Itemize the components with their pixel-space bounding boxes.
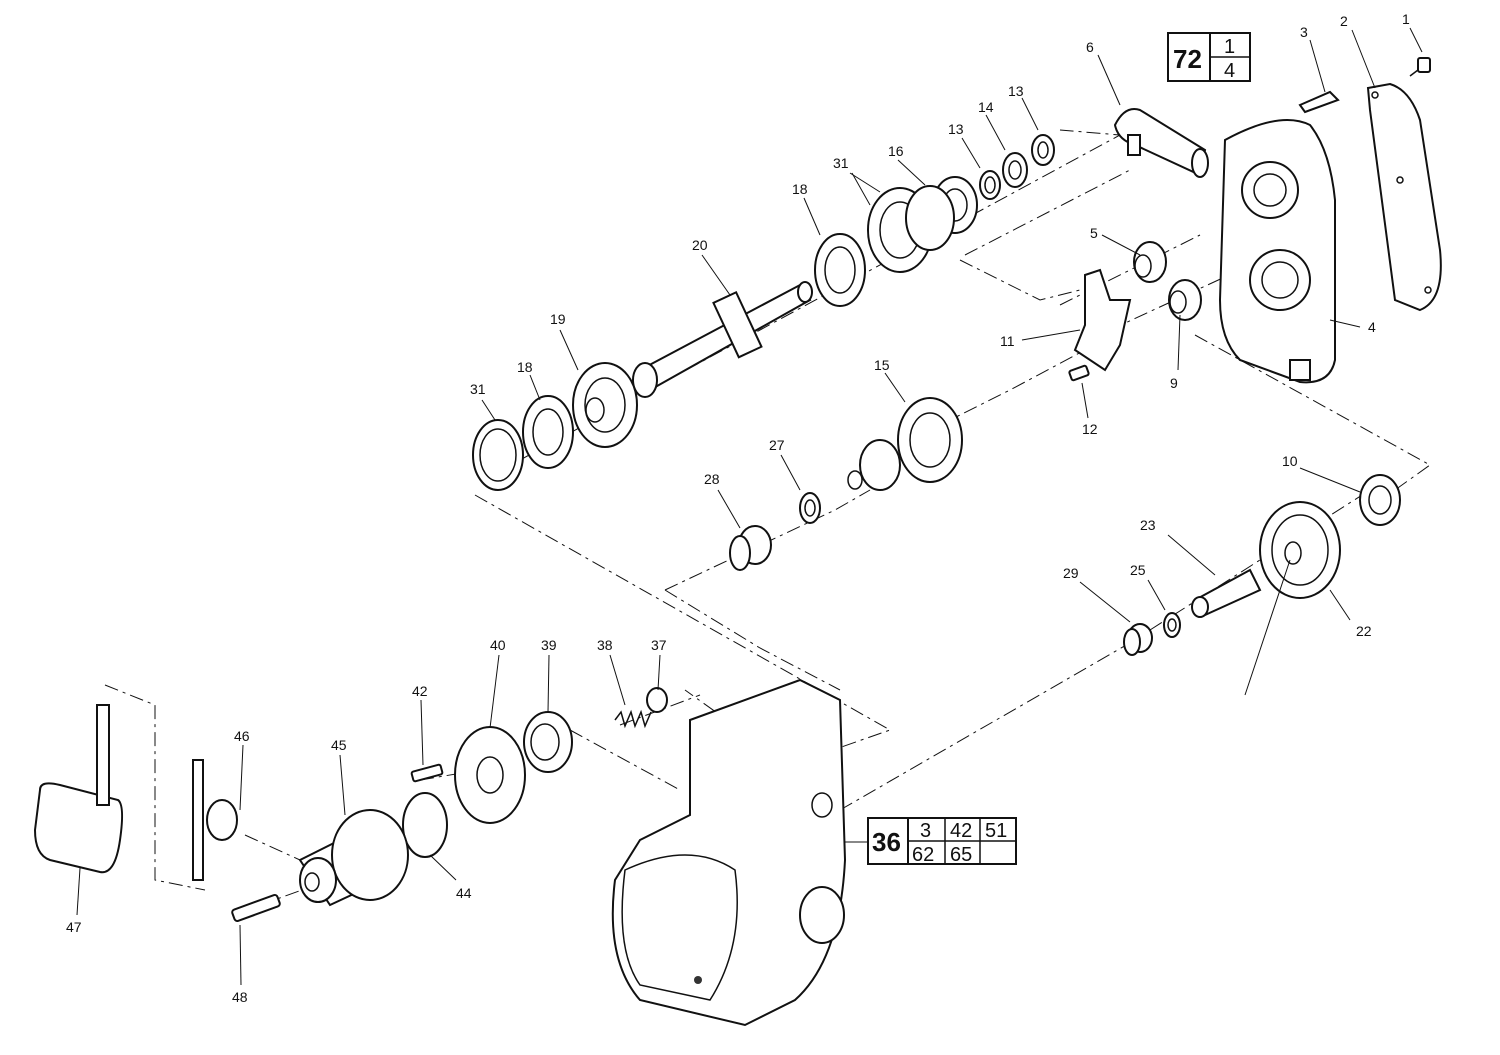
part-25-washer (1163, 612, 1181, 638)
part-29-bearing (1123, 623, 1153, 656)
callout-2: 2 (1340, 13, 1348, 29)
callout-47: 47 (66, 919, 82, 935)
callout-9: 9 (1170, 375, 1178, 391)
part-48-screw (231, 893, 281, 923)
callout-45: 45 (331, 737, 347, 753)
part-1-screw (1409, 57, 1431, 77)
callout-29: 29 (1063, 565, 1079, 581)
ref-box-72-main: 72 (1173, 44, 1202, 74)
part-13-washer-b (1031, 134, 1055, 166)
part-22-gear (1259, 501, 1341, 599)
callout-14: 14 (978, 99, 994, 115)
ref-box-72-cell-2: 4 (1224, 60, 1235, 82)
part-15-cluster-gear (847, 397, 963, 491)
callout-15: 15 (874, 357, 890, 373)
ref-box-36-r1c2: 42 (950, 820, 972, 842)
callout-38: 38 (597, 637, 613, 653)
part-23-armature-pinion (1191, 568, 1262, 618)
part-39-bearing (523, 711, 573, 773)
callout-19: 19 (550, 311, 566, 327)
part-44-clutch (402, 792, 448, 858)
callout-31b: 31 (833, 155, 849, 171)
part-6-shaft (1113, 108, 1209, 178)
callout-5: 5 (1090, 225, 1098, 241)
callout-44: 44 (456, 885, 472, 901)
part-3-screw (1298, 90, 1340, 114)
leader-lines (76, 27, 1423, 986)
callout-42: 42 (412, 683, 428, 699)
reference-box-72: 72 1 4 (1167, 32, 1251, 82)
callout-18b: 18 (517, 359, 533, 375)
callout-10: 10 (1282, 453, 1298, 469)
part-46-chuck-key (192, 759, 238, 881)
part-47-key-holder (33, 704, 124, 874)
callout-22: 22 (1356, 623, 1372, 639)
ref-box-36-main: 36 (872, 827, 901, 857)
part-10-ball-bearing (1359, 474, 1401, 526)
part-2-cover-plate (1366, 82, 1442, 312)
callout-37: 37 (651, 637, 667, 653)
callout-4: 4 (1368, 319, 1376, 335)
ref-box-36-r2c2: 65 (950, 844, 972, 866)
part-18-bearing-upper (814, 233, 866, 307)
part-4-gear-case (1218, 119, 1336, 384)
part-40-flange-plate (454, 726, 526, 824)
callout-28: 28 (704, 471, 720, 487)
ref-box-36-r1c1: 3 (920, 820, 931, 842)
callout-18a: 18 (792, 181, 808, 197)
callout-39: 39 (541, 637, 557, 653)
callout-31a: 31 (470, 381, 486, 397)
callout-13a: 13 (948, 121, 964, 137)
assembly-lines (104, 129, 1431, 906)
part-11-plate (1073, 268, 1132, 372)
part-13-washer-a (979, 170, 1001, 200)
part-31-clutch-rings (867, 185, 955, 273)
part-12-screw (1068, 364, 1090, 382)
part-14-thrust-bearing (1002, 152, 1028, 188)
callout-3: 3 (1300, 24, 1308, 40)
part-38-spring (614, 709, 652, 729)
part-45-chuck (298, 809, 409, 907)
part-9-needle-bearing (1168, 279, 1202, 321)
callout-12: 12 (1082, 421, 1098, 437)
callout-23: 23 (1140, 517, 1156, 533)
part-18-bearing-lower (522, 395, 574, 469)
part-31-washer-lower (472, 419, 524, 491)
callout-48: 48 (232, 989, 248, 1005)
callout-13b: 13 (1008, 83, 1024, 99)
callout-20: 20 (692, 237, 708, 253)
callout-6: 6 (1086, 39, 1094, 55)
part-28-bearing (729, 525, 772, 571)
part-20-spindle-shaft (632, 281, 813, 398)
ref-box-36-r2c1: 62 (912, 844, 934, 866)
part-5-needle-bearing (1133, 241, 1167, 283)
ref-box-72-cell-1: 1 (1224, 36, 1235, 58)
callout-46: 46 (234, 728, 250, 744)
part-27-washer (799, 492, 821, 524)
callout-1: 1 (1402, 11, 1410, 27)
gear-housing (611, 678, 847, 1027)
reference-box-36: 36 3 42 51 62 65 (845, 817, 1017, 866)
callout-27: 27 (769, 437, 785, 453)
callout-25: 25 (1130, 562, 1146, 578)
part-37-cap (646, 687, 668, 713)
callout-16: 16 (888, 143, 904, 159)
callout-labels: 1 2 3 4 5 6 9 10 11 12 13 13 14 15 16 18… (66, 11, 1410, 1005)
part-42-screw (410, 763, 444, 783)
ref-box-36-r1c3: 51 (985, 820, 1007, 842)
part-19-gear (572, 362, 638, 448)
callout-40: 40 (490, 637, 506, 653)
callout-11: 11 (1000, 333, 1015, 349)
